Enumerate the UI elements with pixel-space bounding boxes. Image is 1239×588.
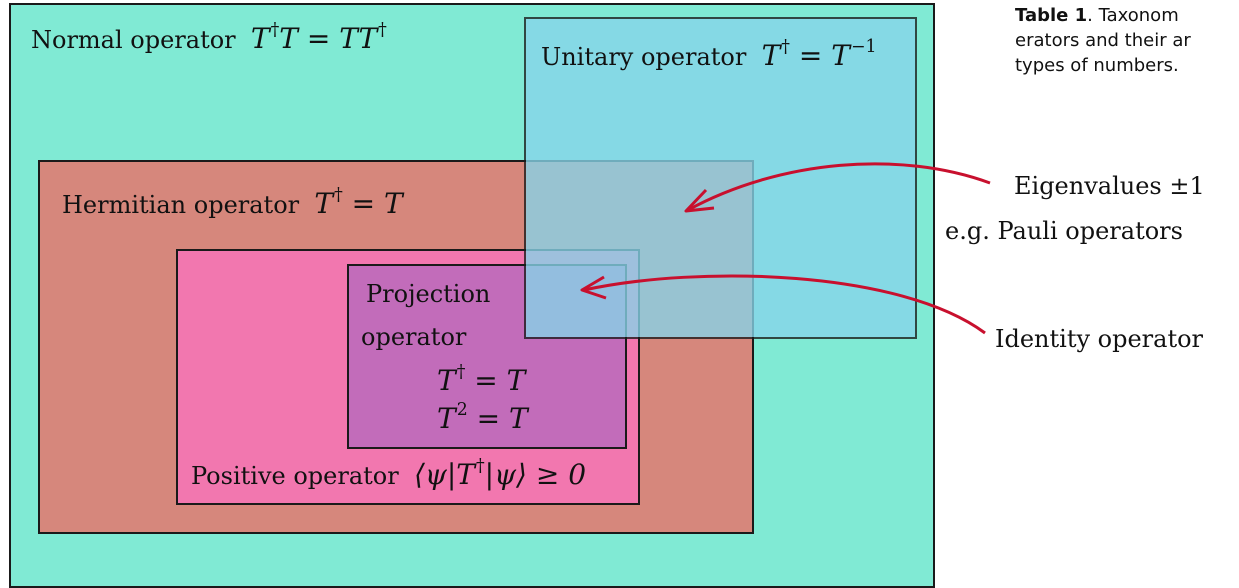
- positive-operator-label: Positive operator ⟨ψ|T†|ψ⟩ ≥ 0: [191, 456, 586, 491]
- projection-equation-dagger: T† = T: [437, 362, 526, 398]
- hermitian-operator-equation: T† = T: [314, 185, 403, 221]
- unitary-operator-name: Unitary operator: [541, 43, 747, 72]
- unitary-operator-equation: T† = T−1: [761, 37, 877, 73]
- normal-operator-label: Normal operator T†T = TT†: [31, 20, 387, 55]
- projection-operator-label-line2: operator: [361, 323, 467, 351]
- projection-operator-label-line1: Projection: [366, 280, 491, 308]
- pauli-operators-annotation: e.g. Pauli operators: [945, 217, 1183, 245]
- table-caption-line3: types of numbers.: [1015, 55, 1179, 76]
- projection-equation-square: T2 = T: [437, 400, 528, 436]
- positive-operator-expression: ⟨ψ|T†|ψ⟩ ≥ 0: [413, 456, 587, 492]
- eigenvalues-annotation: Eigenvalues ±1: [1014, 172, 1205, 200]
- unitary-operator-label: Unitary operator T† = T−1: [541, 37, 877, 72]
- normal-operator-name: Normal operator: [31, 26, 236, 55]
- positive-operator-name: Positive operator: [191, 462, 399, 491]
- hermitian-operator-name: Hermitian operator: [62, 191, 300, 220]
- hermitian-operator-label: Hermitian operator T† = T: [62, 185, 403, 220]
- table-caption-line1: Table 1. Taxonom: [1015, 5, 1179, 26]
- table-caption-line2: erators and their ar: [1015, 30, 1191, 51]
- identity-operator-annotation: Identity operator: [995, 325, 1204, 353]
- table-caption-label: Table 1: [1015, 5, 1088, 26]
- normal-operator-equation: T†T = TT†: [250, 20, 387, 56]
